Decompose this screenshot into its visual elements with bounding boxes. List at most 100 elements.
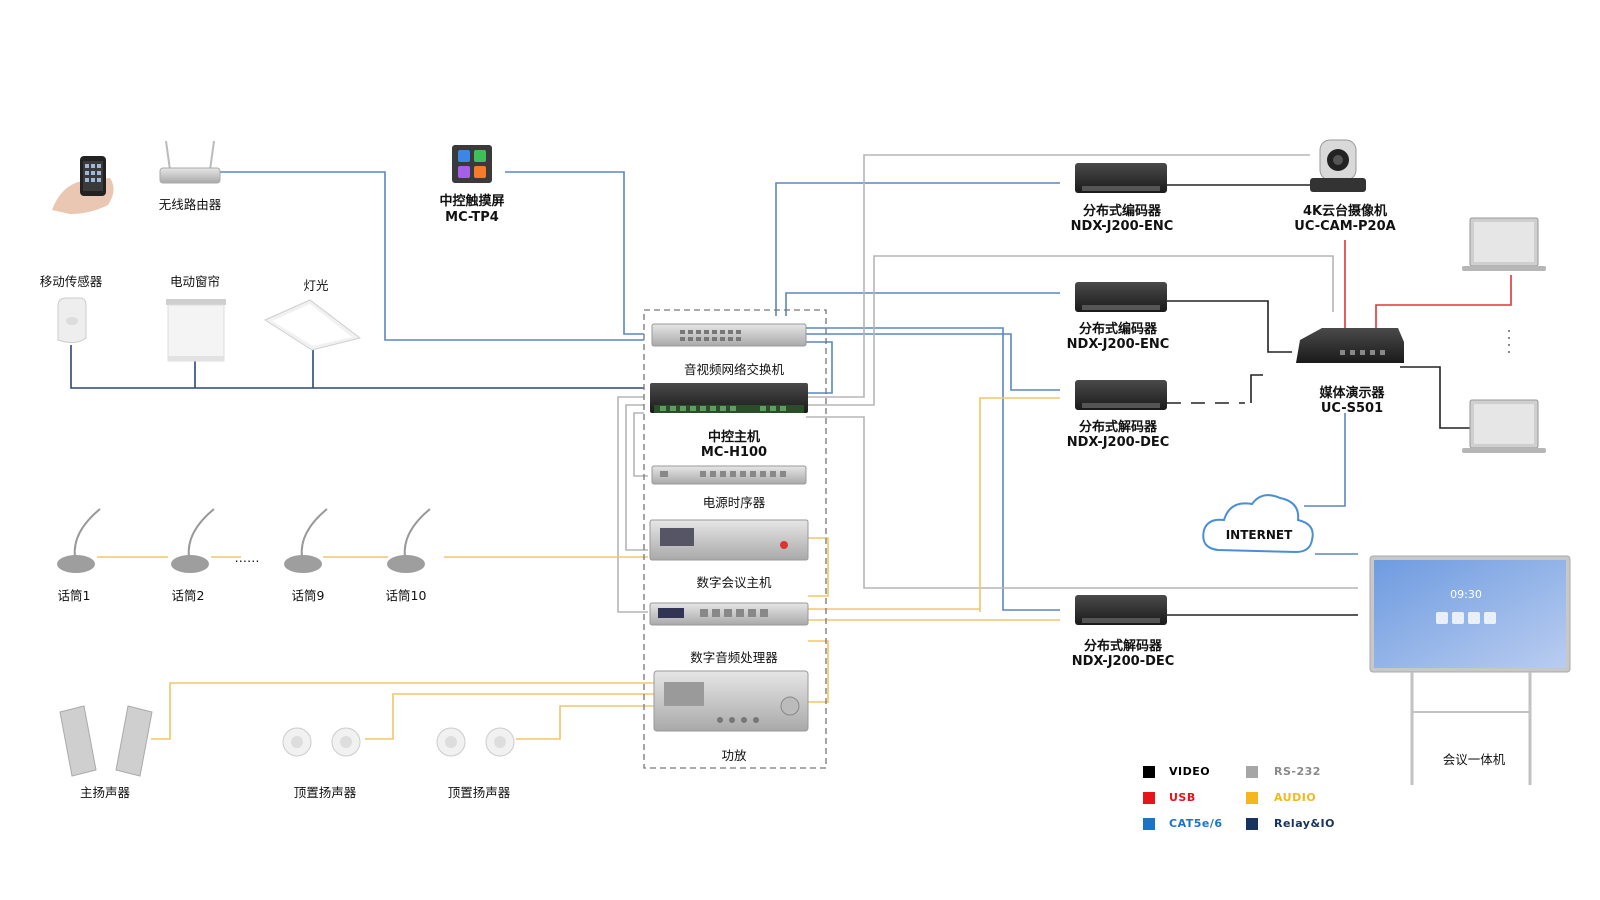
ptz-camera-icon [1310,139,1366,192]
encoder-icon-2 [1075,282,1167,312]
encoder2-presenter-video [1167,300,1292,353]
mic-ellipsis: …… [234,550,260,565]
curtain-icon [166,299,226,362]
laptop-icon-2 [1462,399,1546,453]
ceiling-speaker-icon-1 [282,727,361,757]
host-conf-rs232 [625,404,648,551]
amplifier-label: 功放 [721,748,747,763]
decoder1-model-label: NDX-J200-DEC [1066,435,1170,450]
legend-swatch-audio [1246,792,1258,804]
host-name-label: 中控主机 [707,430,761,445]
camera-model-label: UC-CAM-P20A [1294,219,1396,234]
host-model-label: MC-H100 [700,445,768,460]
legend-swatch-cat5e [1143,818,1155,830]
sensor-relay-line [70,345,644,389]
decoder-icon-2 [1075,595,1167,625]
phone-icon [52,156,114,214]
curtain-label: 电动窗帘 [169,274,221,289]
microphone-icon-2 [171,508,215,573]
amp-ceiling1-audio [365,693,654,740]
light-icon [263,299,362,351]
decoder2-model-label: NDX-J200-DEC [1071,654,1175,669]
decoder1-dsp-audio [979,397,1060,612]
host-sequencer-rs232 [633,412,648,477]
presenter-laptop1-usb [1375,275,1512,336]
microphone-icon-1 [57,508,101,573]
switch-label: 音视频网络交换机 [683,362,785,377]
decoder1-name-label: 分布式解码器 [1078,420,1158,435]
decoder-icon-1 [1075,380,1167,410]
display-time: 09:30 [1450,588,1482,601]
presenter-internet-link [1304,413,1346,507]
ceiling-speaker-label-1: 顶置扬声器 [293,785,357,800]
amplifier-icon [653,670,809,732]
sequencer-label: 电源时序器 [702,495,766,510]
audio-processor-label: 数字音频处理器 [690,650,778,665]
equipment-rack-frame [643,309,827,769]
conference-display-icon [1369,555,1571,785]
legend-label-relay: Relay&IO [1274,817,1335,830]
touchscreen-icon [452,145,492,183]
network-switch-icon [651,323,807,347]
mic2-label: 话筒2 [171,588,205,603]
legend-swatch-video [1143,766,1155,778]
laptop-dots-icon [1508,330,1510,353]
conf-dsp-audio [808,537,829,597]
legend-swatch-relay [1246,818,1258,830]
motion-sensor-icon [57,297,87,344]
conference-host-icon [649,519,809,561]
decoder2-name-label: 分布式解码器 [1083,639,1163,654]
main-speaker-icon [59,705,153,777]
laptop-icon-1 [1462,217,1546,271]
audio-processor-icon [649,602,809,626]
legend-label-audio: AUDIO [1274,791,1317,804]
legend-swatch-usb [1143,792,1155,804]
switch-decoder1-link [806,333,1060,391]
internet-label: INTERNET [1225,528,1293,542]
motion-sensor-label: 移动传感器 [39,274,103,289]
camera-name-label: 4K云台摄像机 [1302,204,1388,219]
legend-label-rs232: RS-232 [1274,765,1321,778]
encoder1-model-label: NDX-J200-ENC [1070,219,1174,234]
legend-label-usb: USB [1169,791,1196,804]
media-presenter-icon [1296,328,1404,363]
amp-ceiling2-audio [516,705,654,740]
mic10-label: 话筒10 [385,588,427,603]
presenter-model-label: UC-S501 [1320,401,1384,416]
host-dsp-rs232 [617,396,648,613]
dsp-amp-audio [808,640,829,703]
connection-lines [70,154,1512,740]
conference-host-label: 数字会议主机 [696,575,772,590]
control-host-icon [650,383,808,413]
switch-decoder2-link [806,327,1060,611]
mic9-label: 话筒9 [291,588,325,603]
touchscreen-name-label: 中控触摸屏 [439,194,505,209]
router-label: 无线路由器 [158,197,222,212]
ceiling-speaker-label-2: 顶置扬声器 [447,785,511,800]
amp-main-speaker-audio [151,682,654,740]
microphone-icon-10 [387,508,431,573]
main-speaker-label: 主扬声器 [79,785,131,800]
host-presenter-rs232 [806,255,1334,406]
host-display-rs232 [806,416,1358,589]
router-switch-link [215,171,644,341]
microphone-icon-9 [284,508,328,573]
presenter-laptop2-video [1400,366,1470,429]
touchscreen-switch-link [505,171,644,335]
ceiling-speaker-icon-2 [436,727,515,757]
light-label: 灯光 [303,278,329,293]
legend-label-cat5e: CAT5e/6 [1169,817,1223,830]
display-label: 会议一体机 [1442,752,1506,767]
switch-encoder2-link [785,292,1060,316]
encoder2-name-label: 分布式编码器 [1078,322,1158,337]
host-camera-rs232 [806,154,1310,398]
touchscreen-model-label: MC-TP4 [445,210,499,225]
switch-host-link [806,341,833,394]
power-sequencer-icon [651,465,807,485]
router-icon [159,140,221,184]
decoder1-presenter-video [1250,374,1263,403]
internet-cloud-icon [1202,494,1314,554]
legend-label-video: VIDEO [1169,765,1211,778]
